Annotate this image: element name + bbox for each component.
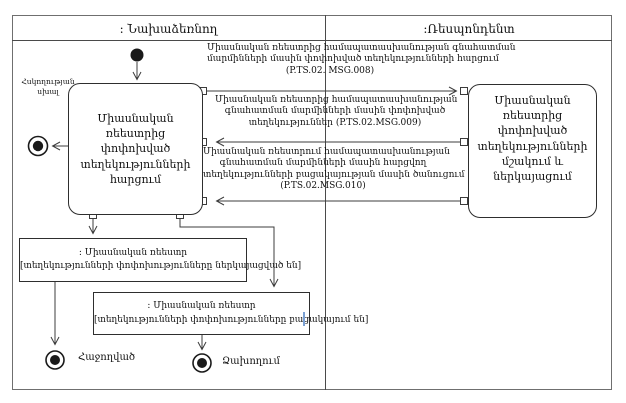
message-line: Միասնական ռեեստրից համապատասխանության գն… <box>207 43 516 53</box>
message-line: Միասնական ռեեստրում համապատասխանության <box>203 147 450 157</box>
edge-to-object-absent <box>180 219 274 286</box>
message-text-msg010: Միասնական ռեեստրում համապատասխանության գ… <box>203 147 465 192</box>
message-line: (P.TS.02.MSG.010) <box>280 180 366 191</box>
activity-process-changed-info: Միասնական ռեեստրից փոփոխված տեղեկություն… <box>468 84 597 218</box>
lane-header-initiator: : Նախաձեռնող <box>119 22 218 36</box>
activity-request-changed-info: Միասնական ռեեստրից փոփոխված տեղեկություն… <box>68 83 203 215</box>
object-title: : Միասնական ռեեստր <box>78 247 188 258</box>
message-text-msg009: Միասնական ռեեստրից համապատասխանության գն… <box>215 95 458 129</box>
message-text-msg008: Միասնական ռեեստրից համապատասխանության գն… <box>207 43 516 77</box>
message-line: տեղեկություններ (P.TS.02.MSG.009) <box>248 117 422 128</box>
message-line: (P.TS.02. MSG.008) <box>285 65 375 76</box>
control-error-label: Հսկողության սխալ <box>14 77 82 97</box>
message-line: գնահատման մարմինների մասին հարցվող <box>219 158 427 169</box>
object-state: [տեղեկությունների փոփոխությունները բացակ… <box>94 314 369 325</box>
object-node-registry-absent: : Միասնական ռեեստր [տեղեկությունների փոփ… <box>93 292 369 335</box>
final-node-success-dot <box>50 355 60 365</box>
activity-request-label: Միասնական ռեեստրից փոփոխված տեղեկություն… <box>80 112 191 186</box>
diagram-frame <box>12 15 612 390</box>
action-pin <box>461 198 468 205</box>
object-state: [տեղեկությունների փոփոխությունները ներկա… <box>20 261 302 271</box>
message-line: Միասնական ռեեստրից համապատասխանության <box>215 95 458 105</box>
final-node-failure-dot <box>197 358 207 368</box>
message-line: գնահատման մարմինների մասին փոփոխված <box>224 106 446 117</box>
object-title: : Միասնական ռեեստր <box>147 301 256 311</box>
initial-node <box>130 48 144 62</box>
action-pin <box>461 88 468 95</box>
control-error-line1: Հսկողության <box>21 77 75 86</box>
lane-header-respondent: :Ռեսպոնդենտ <box>423 22 515 36</box>
failure-label: Ձախողում <box>222 356 280 367</box>
message-line: մարմինների մասին փոփոխված տեղեկություննե… <box>207 54 499 65</box>
control-error-line2: սխալ <box>37 86 59 96</box>
action-pin <box>461 139 468 146</box>
message-line: տեղեկությունների բացակայության մասին ծան… <box>203 169 465 180</box>
swimlane-header <box>12 15 612 41</box>
lane-divider <box>325 15 326 390</box>
activity-process-label: Միասնական ռեեստրից փոփոխված տեղեկություն… <box>477 94 588 183</box>
success-label: Հաջողված <box>78 352 136 363</box>
text-cursor <box>303 312 305 326</box>
final-node-control-error-dot <box>32 140 44 152</box>
object-node-registry-presented: : Միասնական ռեեստր [տեղեկությունների փոփ… <box>19 238 302 282</box>
